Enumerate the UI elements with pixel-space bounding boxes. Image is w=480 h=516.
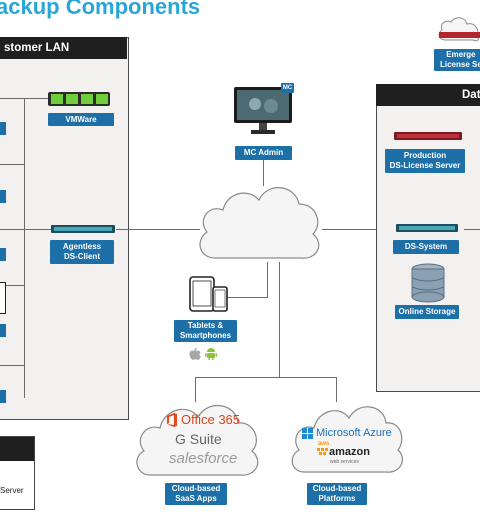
ds-system-label: DS-System xyxy=(393,240,459,254)
aws-small-text: aws xyxy=(318,441,330,447)
saas-label: Cloud-based SaaS Apps xyxy=(165,483,227,505)
azure-windows-icon xyxy=(302,428,313,439)
connector-tablets-cloud-v xyxy=(267,262,268,298)
bottom-left-box-header xyxy=(0,437,34,461)
internet-cloud-icon xyxy=(199,187,320,259)
ds-client-server-icon xyxy=(51,225,115,233)
bottom-left-server-box: Server xyxy=(0,436,35,510)
emergency-license-server-icon xyxy=(438,17,480,42)
lan-connector-vmware xyxy=(0,98,48,99)
amazon-text: amazon xyxy=(329,446,370,458)
agentless-ds-client-label: Agentless DS-Client xyxy=(50,240,114,264)
production-license-server-icon xyxy=(394,132,462,140)
mc-admin-monitor-icon xyxy=(234,87,292,134)
left-vertical-connector xyxy=(24,98,25,398)
page-title: ackup Components xyxy=(0,0,201,19)
online-storage-label: Online Storage xyxy=(395,305,459,319)
lan-connector-agentless xyxy=(0,229,52,230)
lan-connector-1 xyxy=(0,164,25,165)
left-label-stub-1 xyxy=(0,122,6,135)
connector-lan-cloud xyxy=(116,229,200,230)
office365-text: Office 365 xyxy=(181,412,241,427)
left-device-stub xyxy=(0,282,6,314)
lan-connector-3 xyxy=(0,365,25,366)
left-label-stub-5 xyxy=(0,390,6,403)
vmware-server-icon xyxy=(48,92,110,106)
connector-cloud-datacenter xyxy=(322,229,402,230)
left-label-stub-3 xyxy=(0,248,6,261)
mc-admin-label: MC Admin xyxy=(235,146,292,160)
emergency-license-label: Emerge License Se xyxy=(434,49,480,71)
bottom-left-box-text: Server xyxy=(0,486,24,495)
connector-mcadmin-cloud xyxy=(263,160,264,186)
mc-admin-badge: MC xyxy=(281,83,294,93)
android-icon xyxy=(205,348,217,360)
apple-icon xyxy=(189,348,201,360)
connector-saas-drop xyxy=(195,377,196,402)
vmware-label: VMWare xyxy=(48,113,114,126)
production-license-label: Production DS-License Server xyxy=(385,149,465,173)
online-storage-database-icon xyxy=(411,263,445,303)
datacenter-internal-connector xyxy=(464,229,480,230)
tablets-label: Tablets & Smartphones xyxy=(174,320,237,342)
data-center-header: Dat xyxy=(376,84,480,106)
platforms-cloud-icon xyxy=(291,406,403,473)
connector-platforms-drop xyxy=(336,377,337,402)
office365-icon xyxy=(167,413,177,427)
connector-cloud-down xyxy=(279,262,280,378)
connector-bottom-bar xyxy=(195,377,336,378)
connector-tablets-cloud-h xyxy=(227,297,268,298)
gsuite-text: G Suite xyxy=(175,431,222,447)
left-label-stub-4 xyxy=(0,324,6,337)
platforms-label: Cloud-based Platforms xyxy=(307,483,367,505)
tablet-smartphone-icon xyxy=(189,276,228,312)
azure-text: Microsoft Azure xyxy=(316,427,392,439)
lan-connector-2 xyxy=(0,285,25,286)
ds-system-server-icon xyxy=(396,224,458,232)
salesforce-text: salesforce xyxy=(169,450,238,467)
aws-sub-text: web services xyxy=(330,459,359,465)
customer-lan-header: stomer LAN xyxy=(0,37,127,59)
left-label-stub-2 xyxy=(0,190,6,203)
aws-logo-icon xyxy=(317,448,328,455)
